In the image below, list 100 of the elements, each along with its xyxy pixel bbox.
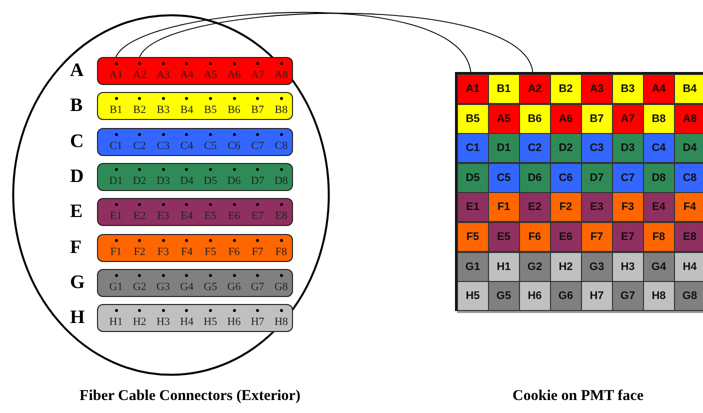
grid-cell: D8 [643,162,674,193]
row-letter: G [70,272,85,293]
fiber-port: B4 [176,97,198,120]
fiber-port: B1 [105,97,127,120]
grid-cell: C7 [612,162,644,193]
fiber-port: G1 [105,274,127,296]
grid-cell: D7 [581,162,612,193]
fiber-port: A5 [199,62,222,84]
fiber-port: C1 [105,132,127,155]
fiber-port: D7 [246,168,269,190]
fiber-port: C6 [223,132,245,155]
grid-cell: C6 [550,162,582,193]
grid-cell: F6 [519,222,550,252]
fiber-port: A4 [176,62,198,84]
fiber-port: E7 [246,203,269,226]
grid-cell: G6 [550,281,582,312]
fiber-port: H2 [128,309,151,332]
fiber-port: A6 [223,62,245,84]
row-letter: C [70,132,84,152]
fiber-port: H4 [176,309,198,332]
fiber-port: H8 [270,309,292,332]
grid-cell: E1 [457,192,488,222]
fiber-port: A1 [105,62,127,84]
grid-cell: G5 [488,281,520,312]
grid-cell: A7 [612,104,644,134]
grid-cell: E7 [612,222,644,252]
grid-cell: D5 [457,162,488,193]
grid-cell: C1 [457,133,488,164]
fiber-port: A3 [152,62,174,84]
fiber-port: G4 [176,274,198,296]
fiber-port: G6 [223,274,245,296]
grid-cell: F8 [643,222,674,252]
fiber-port: C2 [128,132,151,155]
grid-cell: C4 [643,133,674,164]
grid-cell: G2 [519,252,550,282]
grid-panel [455,72,703,311]
grid-cell: G3 [581,252,612,282]
grid-cell: D1 [488,133,520,164]
grid-cell: H2 [550,252,582,282]
fiber-port: H5 [199,309,222,332]
grid-cell: G4 [643,252,674,282]
fiber-port: G8 [270,274,292,296]
grid-cell: A4 [643,74,674,104]
fiber-port: D2 [128,168,151,190]
fiber-port: D6 [223,168,245,190]
fiber-port: E6 [223,203,245,226]
fiber-port: A8 [270,62,292,84]
fiber-port: H7 [246,309,269,332]
grid-cell: H7 [581,281,612,312]
grid-cell: B6 [519,104,550,134]
grid-cell: H3 [612,252,644,282]
fiber-port: A7 [246,62,269,84]
fiber-port: H6 [223,309,245,332]
grid-cell: D6 [519,162,550,193]
fiber-port: B8 [270,97,292,120]
grid-cell: A8 [674,104,703,134]
grid-cell: C8 [674,162,703,193]
fiber-port: G7 [246,274,269,296]
grid-cell: C3 [581,133,612,164]
grid-cell: B7 [581,104,612,134]
fiber-port: H1 [105,309,127,332]
fiber-port: F7 [246,238,269,260]
grid-cell: A2 [519,74,550,104]
fiber-port: C4 [176,132,198,155]
fiber-port: F2 [128,238,151,260]
grid-cell: B5 [457,104,488,134]
fiber-port: E3 [152,203,174,226]
grid-cell: H8 [643,281,674,312]
grid-cell: F4 [674,192,703,222]
fiber-port: B7 [246,97,269,120]
fiber-port: D8 [270,168,292,190]
grid-cell: E3 [581,192,612,222]
fiber-port: C8 [270,132,292,155]
grid-cell: A6 [550,104,582,134]
grid-cell: F1 [488,192,520,222]
fiber-port: E5 [199,203,222,226]
grid-cell: B8 [643,104,674,134]
row-letter: E [70,202,83,222]
grid-cell: E8 [674,222,703,252]
fiber-port: F4 [176,238,198,260]
caption: Fiber Cable Connectors (Exterior) [80,388,300,405]
grid-cell: D4 [674,133,703,164]
grid-cell: A3 [581,74,612,104]
grid-cell: F7 [581,222,612,252]
caption: Cookie on PMT face [512,388,644,405]
grid-cell: B1 [488,74,520,104]
fiber-port: B5 [199,97,222,120]
fiber-port: F6 [223,238,245,260]
grid-cell: E2 [519,192,550,222]
fiber-port: E1 [105,203,127,226]
grid-cell: F3 [612,192,644,222]
grid-cell: B4 [674,74,703,104]
fiber-port: C7 [246,132,269,155]
grid-cell: H5 [457,281,488,312]
fiber-port: B3 [152,97,174,120]
fiber-port: G2 [128,274,151,296]
fiber-port: B2 [128,97,151,120]
grid-cell: E6 [550,222,582,252]
fiber-port: F5 [199,238,222,260]
grid-cell: C2 [519,133,550,164]
